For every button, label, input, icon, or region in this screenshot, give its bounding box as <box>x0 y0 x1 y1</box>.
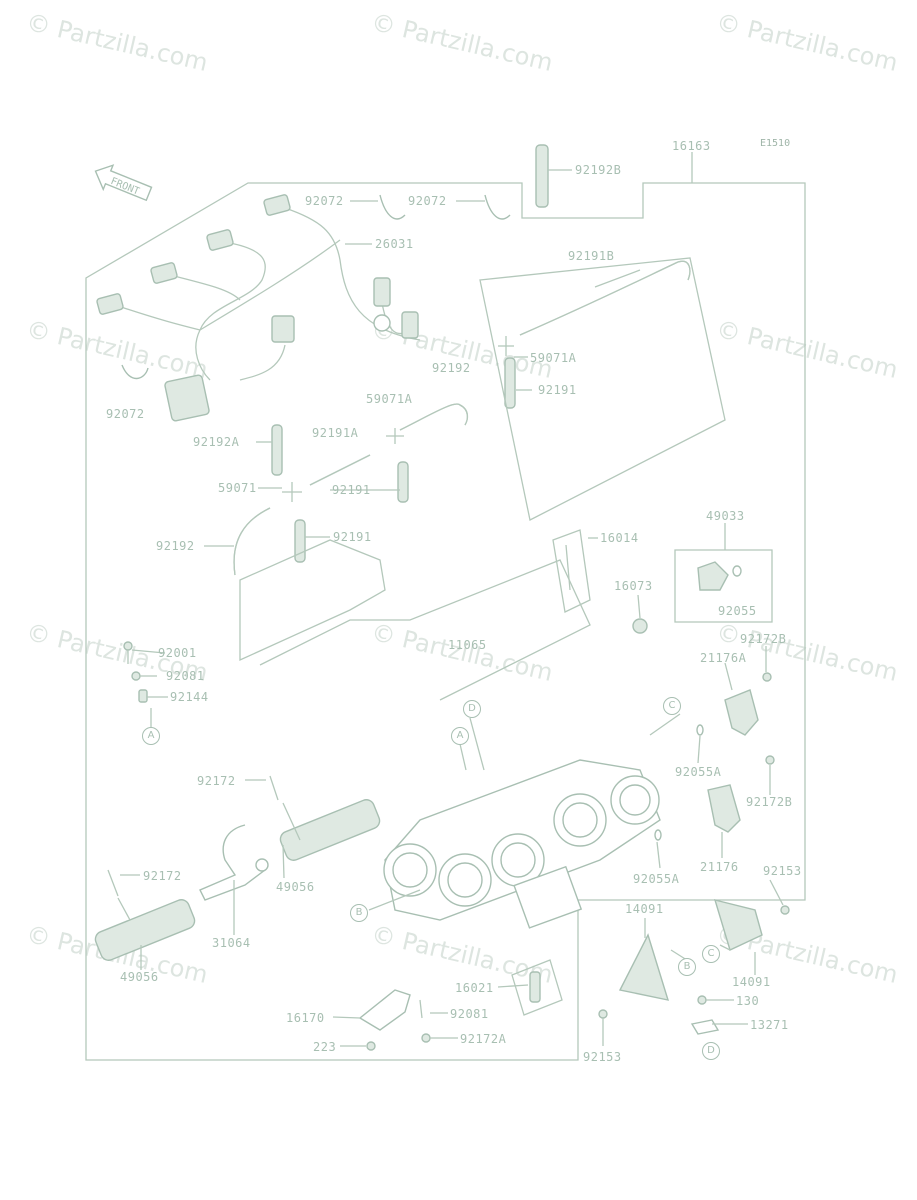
part-label-16014[interactable]: 16014 <box>600 531 639 545</box>
throttle-body-assembly <box>383 759 661 929</box>
part-label-92144[interactable]: 92144 <box>170 690 209 704</box>
part-label-21176[interactable]: 21176 <box>700 860 739 874</box>
part-label-92172[interactable]: 92172 <box>143 869 182 883</box>
part-label-11065[interactable]: 11065 <box>448 638 487 652</box>
part-label-13271[interactable]: 13271 <box>750 1018 789 1032</box>
part-label-92081[interactable]: 92081 <box>166 669 205 683</box>
part-label-92191[interactable]: 92191 <box>332 483 371 497</box>
part-label-59071A[interactable]: 59071A <box>366 392 413 406</box>
part-label-92072[interactable]: 92072 <box>408 194 447 208</box>
part-label-92191A[interactable]: 92191A <box>312 426 359 440</box>
callout-c: C <box>702 945 720 963</box>
tee-fitting-59071A <box>386 428 404 444</box>
lever-16170 <box>358 989 411 1031</box>
sensor-49033 <box>697 561 729 591</box>
sensor-21176A <box>724 689 759 736</box>
part-label-92192[interactable]: 92192 <box>156 539 195 553</box>
leader-lines <box>117 152 784 1047</box>
callout-a: A <box>451 727 469 745</box>
part-label-92172[interactable]: 92172 <box>197 774 236 788</box>
part-label-49056[interactable]: 49056 <box>276 880 315 894</box>
fuel-rail-49056 <box>279 799 381 861</box>
part-label-130[interactable]: 130 <box>736 994 760 1008</box>
part-label-14091[interactable]: 14091 <box>732 975 771 989</box>
part-label-92172B[interactable]: 92172B <box>746 795 793 809</box>
bracket-14091 <box>618 933 670 1001</box>
part-label-92081[interactable]: 92081 <box>450 1007 489 1021</box>
callout-b: B <box>350 904 368 922</box>
callout-d: D <box>463 700 481 718</box>
part-label-92055[interactable]: 92055 <box>718 604 757 618</box>
part-label-16170[interactable]: 16170 <box>286 1011 325 1025</box>
part-label-92191B[interactable]: 92191B <box>568 249 615 263</box>
part-label-49033[interactable]: 49033 <box>706 509 745 523</box>
part-label-92192A[interactable]: 92192A <box>193 435 240 449</box>
part-label-92192B[interactable]: 92192B <box>575 163 622 177</box>
clamp-92072 <box>121 364 149 380</box>
part-label-92001[interactable]: 92001 <box>158 646 197 660</box>
part-label-59071[interactable]: 59071 <box>218 481 257 495</box>
callout-b: B <box>678 958 696 976</box>
bracket-14091 <box>713 899 763 951</box>
part-label-92055A[interactable]: 92055A <box>633 872 680 886</box>
pipe-31064 <box>199 824 266 901</box>
part-label-92153[interactable]: 92153 <box>583 1050 622 1064</box>
part-label-16073[interactable]: 16073 <box>614 579 653 593</box>
hose-92191 <box>504 357 516 409</box>
part-label-92055A[interactable]: 92055A <box>675 765 722 779</box>
front-arrow-icon: FRONT <box>94 164 153 202</box>
diagram-code: E1510 <box>760 138 791 149</box>
part-label-31064[interactable]: 31064 <box>212 936 251 950</box>
hose-92192A <box>271 424 283 476</box>
tee-fitting-59071A <box>498 336 514 356</box>
wiring-harness <box>96 194 421 422</box>
part-label-92072[interactable]: 92072 <box>305 194 344 208</box>
part-label-21176A[interactable]: 21176A <box>700 651 747 665</box>
callout-d: D <box>702 1042 720 1060</box>
part-label-92192[interactable]: 92192 <box>432 361 471 375</box>
part-label-92191[interactable]: 92191 <box>538 383 577 397</box>
clamp-92072 <box>379 194 406 220</box>
tee-fitting-59071 <box>282 482 302 502</box>
fuel-rail-49056 <box>94 899 196 961</box>
part-label-26031[interactable]: 26031 <box>375 237 414 251</box>
part-label-16163[interactable]: 16163 <box>672 139 711 153</box>
hose-92191 <box>397 461 409 503</box>
part-label-92172B[interactable]: 92172B <box>740 632 787 646</box>
part-label-49056[interactable]: 49056 <box>120 970 159 984</box>
callout-a: A <box>142 727 160 745</box>
part-label-16021[interactable]: 16021 <box>455 981 494 995</box>
hose-92191 <box>294 519 306 563</box>
part-label-92153[interactable]: 92153 <box>763 864 802 878</box>
callout-c: C <box>663 697 681 715</box>
hose-92192B <box>535 144 549 208</box>
part-label-92072[interactable]: 92072 <box>106 407 145 421</box>
part-label-92172A[interactable]: 92172A <box>460 1032 507 1046</box>
part-label-14091[interactable]: 14091 <box>625 902 664 916</box>
part-label-92191[interactable]: 92191 <box>333 530 372 544</box>
clamp-92072 <box>484 194 511 220</box>
sensor-21176 <box>707 784 741 833</box>
screw-92001 <box>123 641 133 664</box>
part-label-59071A[interactable]: 59071A <box>530 351 577 365</box>
part-label-223[interactable]: 223 <box>313 1040 337 1054</box>
diagram-frame <box>85 182 806 1061</box>
